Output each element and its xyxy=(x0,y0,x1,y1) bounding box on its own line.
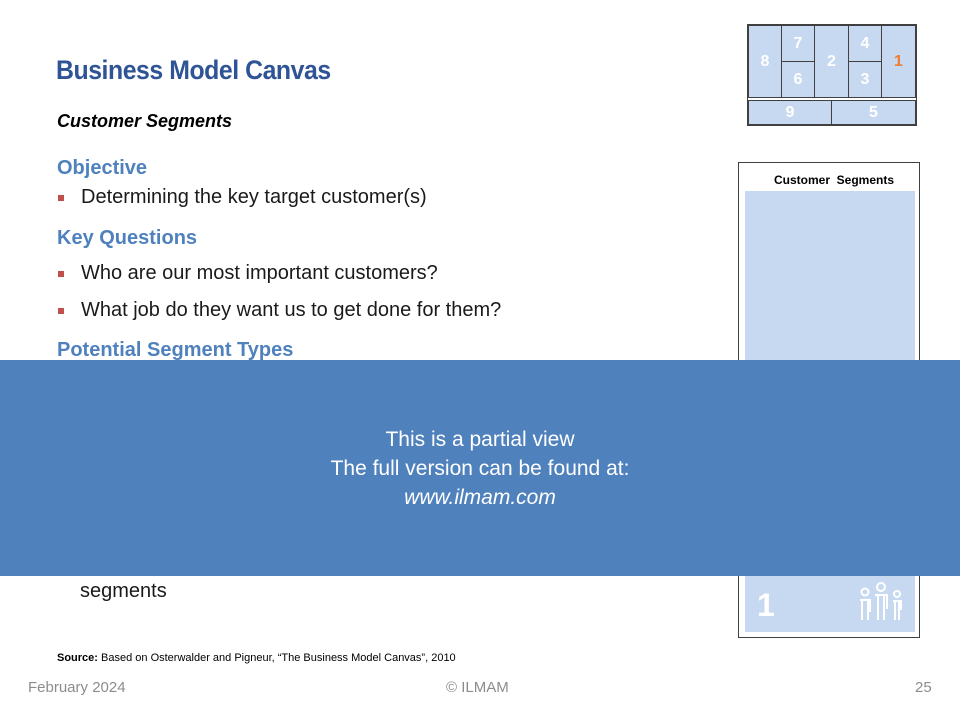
key-question-text: What job do they want us to get done for… xyxy=(81,299,502,321)
source-label: Source: xyxy=(57,652,98,664)
banner-link[interactable]: www.ilmam.com xyxy=(404,486,556,509)
bullet-marker-icon xyxy=(58,307,64,314)
customer-segments-number: 1 xyxy=(757,587,775,623)
customer-segments-label: Customer Segments xyxy=(773,173,895,187)
page-title: Business Model Canvas xyxy=(56,55,331,85)
page-subtitle: Customer Segments xyxy=(57,111,233,131)
segment-types-trailing-text: segments xyxy=(80,580,167,602)
mini-map-cell: 6 xyxy=(781,61,815,98)
mini-map-cell: 2 xyxy=(814,25,849,98)
bullet-marker-icon xyxy=(58,270,64,277)
source-note: Source: Based on Osterwalder and Pigneur… xyxy=(57,652,456,664)
partial-view-banner: This is a partial view The full version … xyxy=(0,360,960,576)
source-text: Based on Osterwalder and Pigneur, “The B… xyxy=(101,652,456,664)
mini-map-cell: 9 xyxy=(748,100,832,125)
footer-date: February 2024 xyxy=(28,679,126,696)
mini-map-cell: 3 xyxy=(848,61,882,98)
footer-page-number: 25 xyxy=(915,679,932,696)
objective-heading: Objective xyxy=(57,157,148,179)
canvas-mini-map: 8 7 6 2 4 3 1 9 5 xyxy=(747,24,917,126)
key-question-text: Who are our most important customers? xyxy=(81,262,438,284)
bullet-marker-icon xyxy=(58,194,64,201)
mini-map-cell: 7 xyxy=(781,25,815,62)
banner-line-1: This is a partial view xyxy=(385,428,575,451)
people-icon xyxy=(860,582,902,620)
mini-map-cell-active: 1 xyxy=(881,25,916,98)
key-question-bullet: Who are our most important customers? xyxy=(57,262,438,285)
mini-map-cell: 5 xyxy=(831,100,916,125)
objective-bullet-text: Determining the key target customer(s) xyxy=(81,186,427,208)
footer-copyright: © ILMAM xyxy=(446,679,509,696)
objective-bullet: Determining the key target customer(s) xyxy=(57,186,427,209)
segment-types-heading: Potential Segment Types xyxy=(57,339,294,361)
mini-map-cell: 8 xyxy=(748,25,782,98)
key-question-bullet: What job do they want us to get done for… xyxy=(57,299,501,322)
key-questions-heading: Key Questions xyxy=(57,227,198,249)
banner-line-2: The full version can be found at: xyxy=(330,457,630,480)
mini-map-cell: 4 xyxy=(848,25,882,62)
